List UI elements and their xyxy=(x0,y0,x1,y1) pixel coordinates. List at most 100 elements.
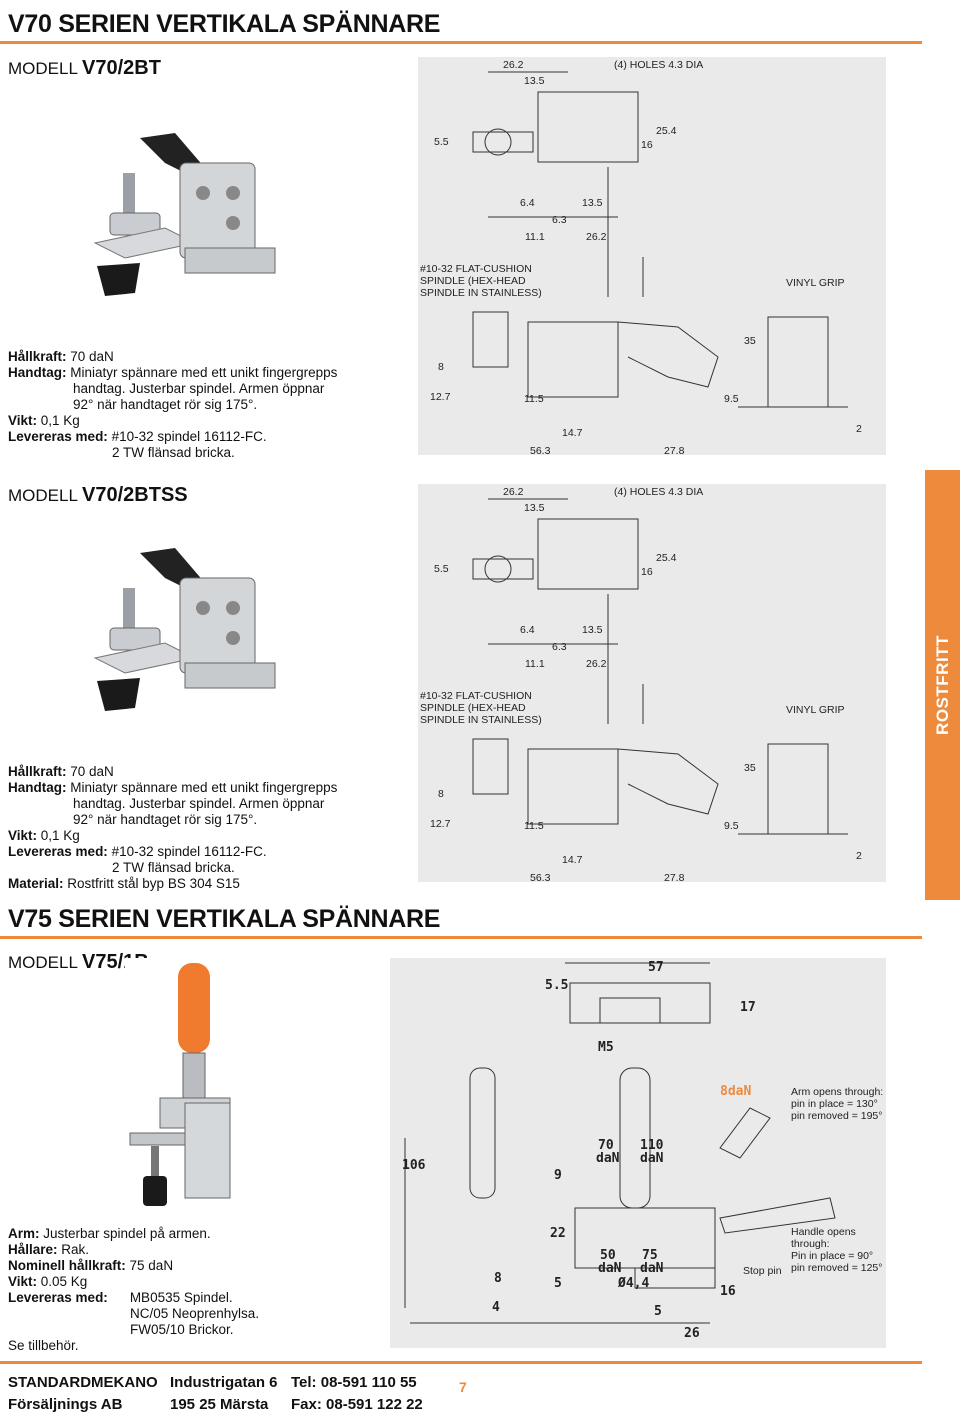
dimension-label: 27.8 xyxy=(664,872,685,884)
dimension-label: 13.5 xyxy=(524,75,545,87)
footer-line: Industrigatan 6 xyxy=(170,1374,278,1391)
spec-row: Se tillbehör. xyxy=(8,1338,79,1353)
spec-row: 92° när handtaget rör sig 175°. xyxy=(73,397,258,412)
note-line: #10-32 FLAT-CUSHION xyxy=(420,263,532,275)
dimension-label: 12.7 xyxy=(430,391,451,403)
spec-row: Hållkraft: 70 daN xyxy=(8,764,114,779)
spec-row: handtag. Justerbar spindel. Armen öppnar xyxy=(73,381,325,396)
dimension-label: 35 xyxy=(744,335,756,347)
note-line: pin removed = 125° xyxy=(791,1262,883,1274)
arm-opening-note: Arm opens through: pin in place = 130° p… xyxy=(791,1086,883,1122)
note-line: Handle opens through: xyxy=(791,1226,856,1250)
company-name: STANDARDMEKANO Försäljnings AB xyxy=(8,1374,158,1413)
spec-row: Vikt: 0,1 Kg xyxy=(8,413,80,428)
dimension-label: 5.5 xyxy=(545,978,569,993)
dimension-label: 5.5 xyxy=(434,136,449,148)
model-name: V70/2BTSS xyxy=(82,484,188,506)
dimension-label: 9 xyxy=(554,1168,562,1183)
dimension-label: 9.5 xyxy=(724,393,739,405)
spec-row: Material: Rostfritt stål byp BS 304 S15 xyxy=(8,876,240,891)
model-name: V70/2BT xyxy=(82,57,161,79)
spec-block-1: Hållkraft: 70 daN Handtag: Miniatyr spän… xyxy=(8,349,337,461)
footer-line: Försäljnings AB xyxy=(8,1396,123,1413)
spec-row: Handtag: Miniatyr spännare med ett unikt… xyxy=(8,365,338,380)
dimension-label: 11.5 xyxy=(524,393,544,405)
dimension-label: 6.3 xyxy=(552,641,567,653)
spec-row: Arm: Justerbar spindel på armen. xyxy=(8,1226,211,1241)
handle-opening-note: Handle opens through: Pin in place = 90°… xyxy=(791,1226,886,1274)
spec-row: Levereras med: #10-32 spindel 16112-FC. xyxy=(8,844,267,859)
spec-row: NC/05 Neoprenhylsa. xyxy=(130,1306,260,1321)
dimension-label: 4 xyxy=(492,1300,500,1315)
dimension-label: 22 xyxy=(550,1226,566,1241)
model-prefix: MODELL xyxy=(8,486,78,505)
section-rule xyxy=(0,41,922,44)
force-label: 75 xyxy=(642,1248,658,1263)
dimension-label: 6.3 xyxy=(552,214,567,226)
dimension-label: Ø4,4 xyxy=(618,1276,650,1291)
stainless-tab-label: ROSTFRITT xyxy=(932,635,952,735)
dimension-label: 26.2 xyxy=(503,486,524,498)
dimension-label: 13.5 xyxy=(582,197,603,209)
dimension-label: 8 xyxy=(494,1271,502,1286)
dimension-label: 25.4 xyxy=(656,552,677,564)
dimension-label: 11.1 xyxy=(525,658,545,670)
dimension-label: 56.3 xyxy=(530,872,551,884)
spindle-note: #10-32 FLAT-CUSHION SPINDLE (HEX-HEAD SP… xyxy=(420,690,542,726)
product-photo xyxy=(85,118,290,303)
note-line: SPINDLE (HEX-HEAD xyxy=(420,275,526,287)
dimension-label: 26.2 xyxy=(586,658,607,670)
dimension-label: 13.5 xyxy=(524,502,545,514)
spec-row: Nominell hållkraft: 75 daN xyxy=(8,1258,174,1273)
dimension-label: 25.4 xyxy=(656,125,677,137)
note-line: pin removed = 195° xyxy=(791,1110,883,1122)
spec-row: 92° när handtaget rör sig 175°. xyxy=(73,812,258,827)
dimension-label: 5.5 xyxy=(434,563,449,575)
footer-rule xyxy=(0,1361,922,1364)
dimension-label: 27.8 xyxy=(664,445,685,457)
dimension-label: 35 xyxy=(744,762,756,774)
dimension-label: 14.7 xyxy=(562,854,583,866)
spec-row: FW05/10 Brickor. xyxy=(130,1322,234,1337)
footer-line: Tel: 08-591 110 55 xyxy=(291,1374,417,1391)
spec-block-2: Hållkraft: 70 daN Handtag: Miniatyr spän… xyxy=(8,764,337,892)
dimension-label: 2 xyxy=(856,423,862,435)
stop-pin-label: Stop pin xyxy=(743,1265,782,1277)
force-label: 8daN xyxy=(720,1084,752,1099)
spec-row: Vikt: 0,1 Kg xyxy=(8,828,80,843)
model-heading-1: MODELL V70/2BT xyxy=(8,57,161,80)
dimension-label: 106 xyxy=(402,1158,426,1173)
note-line: SPINDLE IN STAINLESS) xyxy=(420,714,542,726)
force-unit: daN xyxy=(596,1151,620,1166)
spec-row: Levereras med: #10-32 spindel 16112-FC. xyxy=(8,429,267,444)
spec-row: 2 TW flänsad bricka. xyxy=(112,445,235,460)
dimension-label: 26 xyxy=(684,1326,700,1341)
section-title-v75: V75 SERIEN VERTIKALA SPÄNNARE xyxy=(8,905,441,933)
spec-row: Levereras med:MB0535 Spindel. xyxy=(8,1290,233,1305)
note-line: Pin in place = 90° xyxy=(791,1250,874,1262)
force-unit: daN xyxy=(640,1151,664,1166)
dimension-label: 16 xyxy=(720,1284,736,1299)
spindle-note: #10-32 FLAT-CUSHION SPINDLE (HEX-HEAD SP… xyxy=(420,263,542,299)
dimension-label: 26.2 xyxy=(586,231,607,243)
model-heading-2: MODELL V70/2BTSS xyxy=(8,484,188,507)
company-address: Industrigatan 6 195 25 Märsta xyxy=(170,1374,278,1413)
spec-row: Hållkraft: 70 daN xyxy=(8,349,114,364)
dimension-label: 11.1 xyxy=(525,231,545,243)
force-label: 70 xyxy=(598,1138,614,1153)
section-rule xyxy=(0,936,922,939)
spec-row: Vikt: 0.05 Kg xyxy=(8,1274,88,1289)
note-line: Arm opens through: xyxy=(791,1086,884,1098)
spec-block-3: Arm: Justerbar spindel på armen. Hållare… xyxy=(8,1226,259,1354)
spec-row: 2 TW flänsad bricka. xyxy=(112,860,235,875)
dimension-label: 6.4 xyxy=(520,624,535,636)
technical-drawing-3: 57 5.5 17 M5 8daN 70 daN 110 daN 106 9 2… xyxy=(390,958,886,1348)
footer-line: 195 25 Märsta xyxy=(170,1396,269,1413)
spec-row: handtag. Justerbar spindel. Armen öppnar xyxy=(73,796,325,811)
technical-drawing-1: 26.2 13.5 (4) HOLES 4.3 DIA 5.5 25.4 16 … xyxy=(418,57,886,457)
model-prefix: MODELL xyxy=(8,59,78,78)
dimension-label: 57 xyxy=(648,960,664,975)
dimension-label: 8 xyxy=(438,788,444,800)
footer-line: Fax: 08-591 122 22 xyxy=(291,1396,423,1413)
dimension-label: M5 xyxy=(598,1040,614,1055)
